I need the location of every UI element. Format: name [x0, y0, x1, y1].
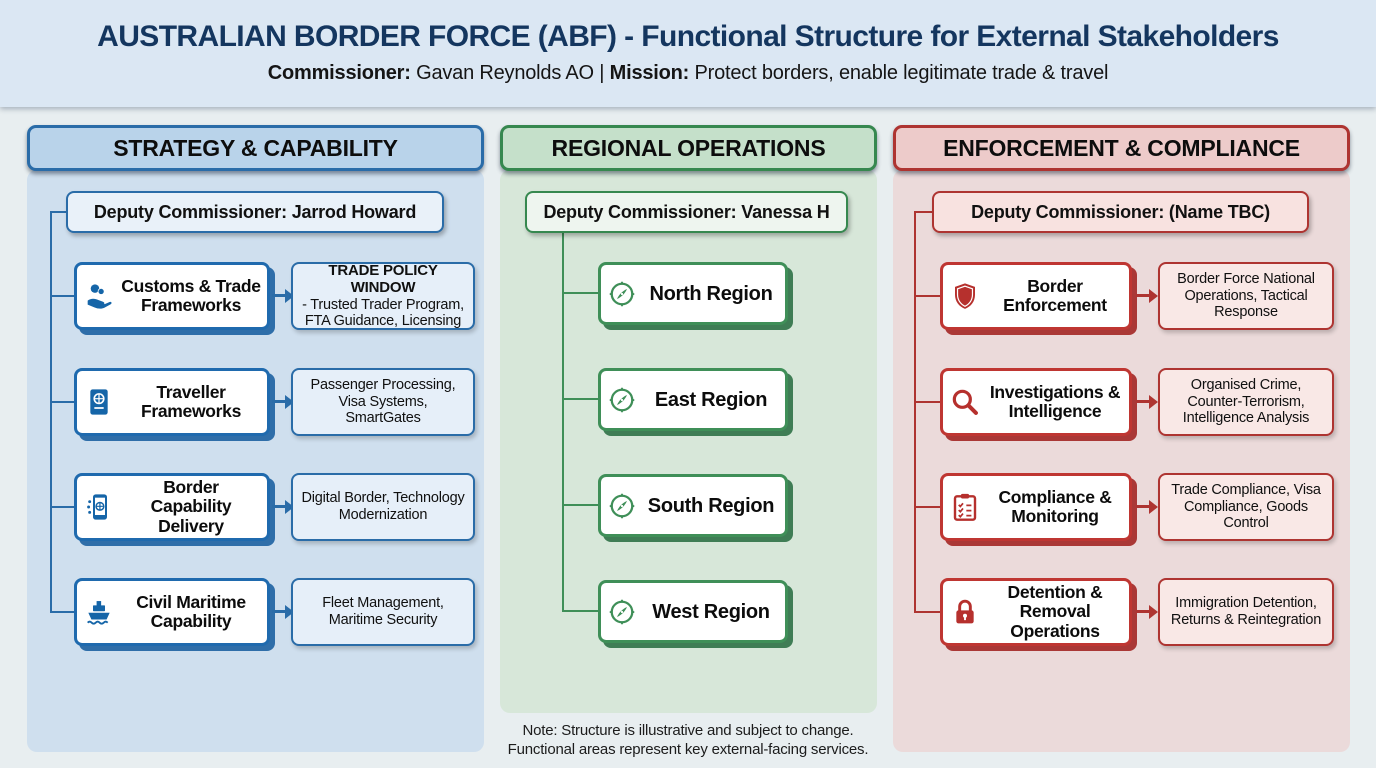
region-box-west: West Region	[598, 580, 788, 643]
detail-box-detention: Immigration Detention, Returns & Reinteg…	[1158, 578, 1334, 646]
compass-icon	[607, 597, 637, 627]
function-box-border-enforcement: Border Enforcement	[940, 262, 1132, 330]
function-label: Border Capability Delivery	[150, 477, 232, 536]
detail-text: Passenger Processing, Visa Systems, Smar…	[310, 376, 456, 427]
connector-line	[562, 398, 598, 400]
subtitle-separator: |	[599, 62, 610, 84]
passport-icon	[83, 386, 115, 418]
function-label: Civil Maritime Capability	[136, 591, 246, 631]
footnote-line-1: Note: Structure is illustrative and subj…	[522, 722, 854, 739]
smartphone-icon	[83, 491, 115, 523]
checklist-icon	[949, 491, 981, 523]
function-label: Customs & Trade Frameworks	[121, 275, 261, 315]
detail-text: Fleet Management, Maritime Security	[322, 595, 444, 628]
function-box-investigations: Investigations & Intelligence	[940, 368, 1132, 436]
connector-line	[562, 504, 598, 506]
enforcement-panel	[893, 170, 1350, 752]
connector-line	[914, 295, 940, 297]
connector-line	[914, 611, 940, 613]
column-header-enforcement: ENFORCEMENT & COMPLIANCE	[893, 125, 1350, 171]
function-box-border-capability: Border Capability Delivery	[74, 473, 270, 541]
connector-line	[562, 610, 598, 612]
function-label: Detention & Removal Operations	[1007, 582, 1103, 641]
region-box-east: East Region	[598, 368, 788, 431]
connector-line	[50, 211, 66, 213]
detail-text: Immigration Detention, Returns & Reinteg…	[1170, 595, 1322, 628]
detail-box-border-capability: Digital Border, Technology Modernization	[291, 473, 475, 541]
arrow-right-icon	[1136, 288, 1158, 303]
detail-box-border-enforcement: Border Force National Operations, Tactic…	[1158, 262, 1334, 330]
connector-line	[914, 401, 940, 403]
detail-text: Trade Compliance, Visa Compliance, Goods…	[1171, 481, 1321, 532]
region-box-north: North Region	[598, 262, 788, 325]
region-label: East Region	[654, 388, 768, 411]
connector-line	[50, 506, 74, 508]
page-header: AUSTRALIAN BORDER FORCE (ABF) - Function…	[0, 0, 1376, 107]
function-box-traveller: Traveller Frameworks	[74, 368, 270, 436]
mission-value: Protect borders, enable legitimate trade…	[689, 62, 1109, 84]
function-label: Compliance & Monitoring	[998, 486, 1112, 526]
column-header-regional: REGIONAL OPERATIONS	[500, 125, 877, 171]
connector-line	[914, 211, 932, 213]
detail-box-civil-maritime: Fleet Management, Maritime Security	[291, 578, 475, 646]
detail-text: - Trusted Trader Program, FTA Guidance, …	[302, 296, 464, 330]
connector-line	[50, 401, 74, 403]
ship-icon	[83, 596, 115, 628]
detail-text: Border Force National Operations, Tactic…	[1177, 270, 1315, 321]
region-label: North Region	[649, 282, 773, 305]
region-label: West Region	[652, 600, 770, 623]
detail-box-trade-policy: TRADE POLICY WINDOW - Trusted Trader Pro…	[291, 262, 475, 330]
connector-line	[50, 611, 74, 613]
page-title: AUSTRALIAN BORDER FORCE (ABF) - Function…	[97, 20, 1279, 53]
connector-line	[914, 506, 940, 508]
deputy-box-regional: Deputy Commissioner: Vanessa H	[525, 191, 848, 233]
connector-line	[50, 295, 74, 297]
connector-line	[50, 211, 52, 612]
footnote: Note: Structure is illustrative and subj…	[488, 722, 888, 760]
detail-box-traveller: Passenger Processing, Visa Systems, Smar…	[291, 368, 475, 436]
detail-text: Organised Crime, Counter-Terrorism, Inte…	[1182, 376, 1310, 427]
function-box-detention: Detention & Removal Operations	[940, 578, 1132, 646]
arrow-right-icon	[1136, 604, 1158, 619]
connector-line	[562, 292, 598, 294]
function-label: Border Enforcement	[1003, 275, 1107, 315]
commissioner-value: Gavan Reynolds AO	[410, 62, 600, 84]
commissioner-label: Commissioner:	[267, 62, 411, 84]
deputy-box-enforcement: Deputy Commissioner: (Name TBC)	[932, 191, 1309, 233]
lock-icon	[949, 596, 981, 628]
arrow-right-icon	[272, 499, 294, 514]
shield-icon	[949, 280, 981, 312]
connector-line	[914, 211, 916, 612]
mission-label: Mission:	[609, 62, 690, 84]
function-box-customs-trade: Customs & Trade Frameworks	[74, 262, 270, 330]
footnote-line-2: Functional areas represent key external-…	[507, 740, 869, 758]
compass-icon	[607, 385, 637, 415]
compass-icon	[607, 279, 637, 309]
arrow-right-icon	[272, 394, 294, 409]
function-label: Investigations & Intelligence	[989, 381, 1121, 421]
detail-box-compliance: Trade Compliance, Visa Compliance, Goods…	[1158, 473, 1334, 541]
region-label: South Region	[647, 494, 775, 517]
arrow-right-icon	[272, 288, 294, 303]
magnifier-icon	[949, 386, 981, 418]
hand-coins-icon	[83, 280, 115, 312]
function-box-compliance: Compliance & Monitoring	[940, 473, 1132, 541]
compass-icon	[607, 491, 637, 521]
region-box-south: South Region	[598, 474, 788, 537]
function-box-civil-maritime: Civil Maritime Capability	[74, 578, 270, 646]
arrow-right-icon	[272, 604, 294, 619]
detail-text: Digital Border, Technology Modernization	[301, 490, 465, 523]
deputy-box-strategy: Deputy Commissioner: Jarrod Howard	[66, 191, 444, 233]
arrow-right-icon	[1136, 394, 1158, 409]
detail-title: TRADE POLICY WINDOW	[328, 261, 438, 297]
arrow-right-icon	[1136, 499, 1158, 514]
connector-line	[562, 233, 564, 611]
detail-box-investigations: Organised Crime, Counter-Terrorism, Inte…	[1158, 368, 1334, 436]
page-subtitle: Commissioner: Gavan Reynolds AO | Missio…	[0, 62, 1376, 85]
function-label: Traveller Frameworks	[140, 381, 242, 421]
strategy-panel	[27, 170, 484, 752]
column-header-strategy: STRATEGY & CAPABILITY	[27, 125, 484, 171]
